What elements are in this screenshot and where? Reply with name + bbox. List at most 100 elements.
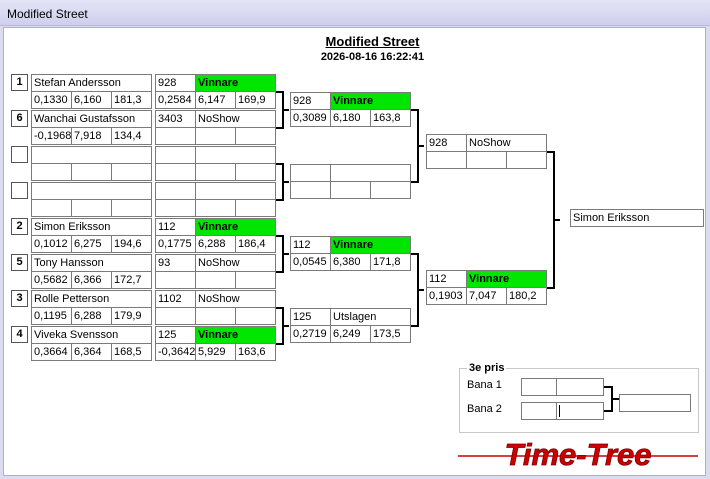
speed: 180,2	[506, 287, 547, 305]
round2-slot-car-number[interactable]: 125	[290, 308, 331, 326]
reaction-time: -0,3642	[155, 343, 196, 361]
seed-number: 4	[11, 326, 28, 343]
third-prize-lane-1-id[interactable]	[521, 378, 557, 396]
round1-slot-car-number[interactable]: 1102	[155, 290, 196, 308]
round1-slot-status[interactable]: NoShow	[195, 254, 276, 272]
elapsed-time: 6,364	[71, 343, 112, 361]
elapsed-time	[71, 163, 112, 181]
driver-name[interactable]: Rolle Petterson	[31, 290, 152, 308]
third-prize-lane-2-status[interactable]	[556, 402, 604, 420]
third-prize-lane-1-status[interactable]	[556, 378, 604, 396]
round1-slot-status[interactable]: NoShow	[195, 110, 276, 128]
reaction-time	[155, 271, 196, 289]
round1-slot-car-number[interactable]: 93	[155, 254, 196, 272]
reaction-time: 0,2719	[290, 325, 331, 343]
reaction-time	[155, 163, 196, 181]
elapsed-time: 5,929	[195, 343, 236, 361]
round1-slot-car-number[interactable]: 112	[155, 218, 196, 236]
driver-name[interactable]: Wanchai Gustafsson	[31, 110, 152, 128]
round3-slot-car-number[interactable]: 928	[426, 134, 467, 152]
reaction-time	[155, 199, 196, 217]
elapsed-time	[195, 199, 236, 217]
reaction-time: 0,3664	[31, 343, 72, 361]
speed	[235, 199, 276, 217]
event-datetime: 2026-08-16 16:22:41	[320, 51, 425, 63]
elapsed-time	[195, 307, 236, 325]
reaction-time: 0,1330	[31, 91, 72, 109]
round1-slot-status[interactable]: Vinnare	[195, 74, 276, 92]
elapsed-time	[195, 163, 236, 181]
round2-slot-car-number[interactable]: 928	[290, 92, 331, 110]
round1-slot-status[interactable]: Vinnare	[195, 326, 276, 344]
driver-name[interactable]	[31, 146, 152, 164]
speed: 172,7	[111, 271, 152, 289]
speed	[111, 163, 152, 181]
title-bar: Modified Street	[0, 0, 710, 26]
round2-slot-status[interactable]: Vinnare	[330, 236, 411, 254]
round1-slot-car-number[interactable]: 3403	[155, 110, 196, 128]
reaction-time	[31, 163, 72, 181]
elapsed-time: 6,180	[330, 109, 371, 127]
round2-slot-car-number[interactable]: 112	[290, 236, 331, 254]
driver-name[interactable]	[31, 182, 152, 200]
bracket-connector	[276, 343, 283, 345]
bracket-connector	[276, 91, 283, 93]
bracket-connector	[282, 181, 289, 183]
bracket-connector	[276, 307, 283, 309]
speed: 163,8	[370, 109, 411, 127]
driver-name[interactable]: Tony Hansson	[31, 254, 152, 272]
round2-slot-status[interactable]	[330, 164, 411, 182]
elapsed-time: 6,366	[71, 271, 112, 289]
bracket-connector	[417, 289, 424, 291]
reaction-time: 0,0545	[290, 253, 331, 271]
speed	[506, 151, 547, 169]
speed	[235, 271, 276, 289]
round1-slot-car-number[interactable]	[155, 146, 196, 164]
elapsed-time	[71, 199, 112, 217]
seed-number: 1	[11, 74, 28, 91]
seed-number	[11, 146, 28, 163]
bracket-connector	[276, 127, 283, 129]
reaction-time	[155, 307, 196, 325]
round2-slot-car-number[interactable]	[290, 164, 331, 182]
round3-slot-status[interactable]: NoShow	[466, 134, 547, 152]
speed: 181,3	[111, 91, 152, 109]
speed: 168,5	[111, 343, 152, 361]
seed-number: 2	[11, 218, 28, 235]
driver-name[interactable]: Simon Eriksson	[31, 218, 152, 236]
round1-slot-status[interactable]	[195, 182, 276, 200]
logo-text: Time-Tree	[504, 437, 651, 472]
driver-name[interactable]: Stefan Andersson	[31, 74, 152, 92]
window-title: Modified Street	[7, 7, 88, 21]
round2-slot-status[interactable]: Vinnare	[330, 92, 411, 110]
driver-name[interactable]: Viveka Svensson	[31, 326, 152, 344]
speed: 163,6	[235, 343, 276, 361]
reaction-time	[290, 181, 331, 199]
speed	[235, 163, 276, 181]
bracket-connector	[276, 271, 283, 273]
round1-slot-status[interactable]: NoShow	[195, 290, 276, 308]
round1-slot-car-number[interactable]: 125	[155, 326, 196, 344]
champion-name[interactable]: Simon Eriksson	[570, 209, 704, 227]
round1-slot-status[interactable]: Vinnare	[195, 218, 276, 236]
round3-slot-status[interactable]: Vinnare	[466, 270, 547, 288]
third-prize-lane-2-id[interactable]	[521, 402, 557, 420]
bracket-connector	[547, 287, 554, 289]
bracket-connector	[411, 253, 418, 255]
elapsed-time	[466, 151, 507, 169]
third-prize-result[interactable]	[619, 394, 691, 412]
round1-slot-car-number[interactable]	[155, 182, 196, 200]
reaction-time: 0,5682	[31, 271, 72, 289]
round2-slot-status[interactable]: Utslagen	[330, 308, 411, 326]
third-prize-connector	[604, 386, 612, 388]
bracket-connector	[276, 235, 283, 237]
reaction-time: 0,1012	[31, 235, 72, 253]
speed: 194,6	[111, 235, 152, 253]
reaction-time	[426, 151, 467, 169]
elapsed-time	[330, 181, 371, 199]
round1-slot-car-number[interactable]: 928	[155, 74, 196, 92]
elapsed-time: 6,380	[330, 253, 371, 271]
elapsed-time: 7,918	[71, 127, 112, 145]
round1-slot-status[interactable]	[195, 146, 276, 164]
round3-slot-car-number[interactable]: 112	[426, 270, 467, 288]
